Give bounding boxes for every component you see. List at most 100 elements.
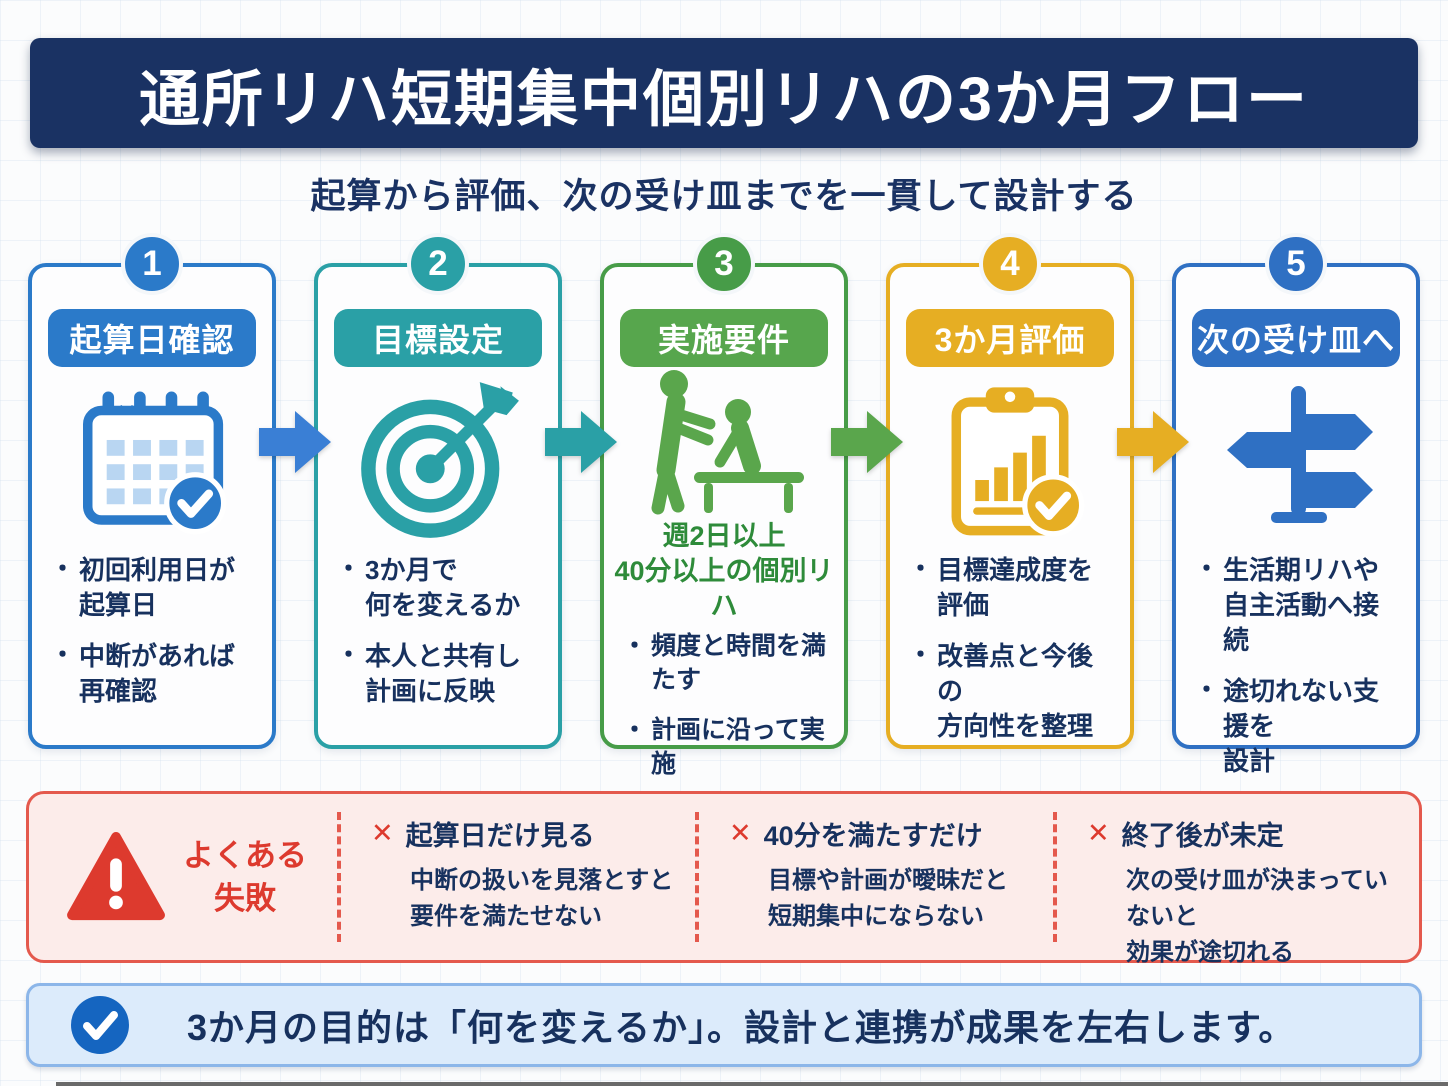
failure-title-text: 終了後が未定	[1121, 821, 1284, 851]
step-4-badge: 3か月評価	[906, 309, 1114, 367]
step-4-card: 3か月評価	[886, 263, 1134, 749]
bullet-item: ・中断があれば 再確認	[50, 639, 260, 709]
step-5-card: 次の受け皿へ ・生活期リハや 自主活動へ接続 ・途切れない支	[1172, 263, 1420, 776]
bullet-dot: ・	[622, 632, 648, 661]
failure-item-2: ✕ 40分を満たすだけ 目標や計画が曖昧だと 短期集中にならない	[699, 810, 1053, 944]
bullet-item: ・頻度と時間を満たす	[622, 630, 832, 698]
flow-arrow-1	[259, 233, 331, 749]
bullet-item: ・途切れない支援を 設計	[1194, 674, 1404, 779]
step-3-requirement: 週2日以上 40分以上の個別リハ	[614, 521, 834, 622]
failure-desc: 目標や計画が曖昧だと 短期集中にならない	[768, 867, 1008, 930]
bullet-text: 目標達成度を評価	[937, 555, 1094, 621]
step-1-number: 1	[121, 233, 183, 295]
conclusion-text: 3か月の目的は「何を変えるか」。設計と連携が成果を左右します。	[187, 1007, 1296, 1048]
step-5-bullets: ・生活期リハや 自主活動へ接続 ・途切れない支援を 設計	[1176, 553, 1416, 780]
warning-triangle-icon	[67, 831, 165, 921]
failures-heading-text: よくある 失敗	[183, 837, 307, 916]
target-icon	[360, 381, 519, 538]
flow-arrow-4	[1117, 233, 1189, 749]
step-2-card: 目標設定 ・3か月で 何を変えるか ・本人と共有し 計画に反映	[314, 263, 562, 749]
bullet-dot: ・	[336, 641, 362, 670]
step-5-badge: 次の受け皿へ	[1192, 309, 1400, 367]
step-3-badge: 実施要件	[620, 309, 828, 367]
bullet-text: 中断があれば 再確認	[79, 641, 236, 707]
dashed-divider	[695, 812, 699, 942]
bullet-dot: ・	[622, 715, 648, 744]
arrow-right-icon	[831, 411, 903, 473]
dashed-divider	[1053, 812, 1057, 942]
step-5-number: 5	[1265, 233, 1327, 295]
bullet-dot: ・	[908, 555, 934, 583]
common-failures-panel: よくある 失敗 ✕ 起算日だけ見る 中断の扱いを見落とすと 要件を満たせない ✕…	[26, 791, 1422, 966]
arrow-right-icon	[259, 411, 331, 473]
header-banner: 通所リハ短期集中個別リハの3か月フロー	[30, 38, 1418, 148]
step-5-icon-box	[1176, 367, 1416, 553]
step-2-badge: 目標設定	[334, 309, 542, 367]
step-2-bullets: ・3か月で 何を変えるか ・本人と共有し 計画に反映	[318, 553, 558, 709]
failure-item-3: ✕ 終了後が未定 次の受け皿が決まっていないと 効果が途切れる	[1057, 810, 1411, 966]
bullet-item: ・初回利用日が 起算日	[50, 553, 260, 623]
step-4-icon-box	[890, 367, 1130, 553]
x-icon: ✕	[1087, 818, 1110, 848]
step-1-bullets: ・初回利用日が 起算日 ・中断があれば 再確認	[32, 553, 272, 709]
x-icon: ✕	[729, 818, 752, 848]
bullet-item: ・目標達成度を評価	[908, 553, 1118, 623]
bullet-dot: ・	[1194, 555, 1220, 583]
page-subtitle: 起算から評価、次の受け皿までを一貫して設計する	[310, 177, 1138, 216]
failure-item-1: ✕ 起算日だけ見る 中断の扱いを見落とすと 要件を満たせない	[341, 810, 695, 944]
step-4: 4 3か月評価	[886, 233, 1134, 749]
bullet-text: 初回利用日が 起算日	[79, 555, 236, 621]
arrow-right-icon	[1117, 411, 1189, 473]
failure-desc: 次の受け皿が決まっていないと 効果が途切れる	[1126, 867, 1388, 966]
arrow-right-icon	[545, 411, 617, 473]
bullet-text: 頻度と時間を満たす	[651, 632, 827, 695]
failure-item-title: ✕ 起算日だけ見る	[371, 814, 685, 853]
bullet-dot: ・	[50, 641, 76, 670]
step-1-badge: 起算日確認	[48, 309, 256, 367]
failure-title-text: 40分を満たすだけ	[763, 821, 983, 851]
bullet-item: ・計画に沿って実施	[622, 714, 832, 782]
bullet-text: 生活期リハや 自主活動へ接続	[1223, 555, 1380, 656]
failures-heading: よくある 失敗	[37, 810, 337, 944]
bullet-item: ・改善点と今後の 方向性を整理	[908, 639, 1118, 744]
failure-title-text: 起算日だけ見る	[405, 821, 595, 851]
step-3-icon-box	[604, 367, 844, 519]
step-2-icon-box	[318, 367, 558, 553]
step-1-card: 起算日確認	[28, 263, 276, 749]
bullet-item: ・生活期リハや 自主活動へ接続	[1194, 553, 1404, 658]
bullet-text: 途切れない支援を 設計	[1223, 676, 1380, 777]
bullet-text: 3か月で 何を変えるか	[365, 555, 521, 621]
step-2: 2 目標設定 ・3か月で 何を変えるか ・本人と共有し 計画に反映	[314, 233, 562, 749]
bullet-dot: ・	[1194, 676, 1220, 705]
step-3-number: 3	[693, 233, 755, 295]
signpost-icon	[1227, 386, 1373, 523]
step-4-bullets: ・目標達成度を評価 ・改善点と今後の 方向性を整理	[890, 553, 1130, 744]
x-icon: ✕	[371, 818, 394, 848]
flow-arrow-3	[831, 233, 903, 749]
failure-desc: 中断の扱いを見落とすと 要件を満たせない	[410, 867, 674, 930]
bullet-text: 改善点と今後の 方向性を整理	[937, 641, 1094, 742]
step-3: 3 実施要件	[600, 233, 848, 778]
step-4-number: 4	[979, 233, 1041, 295]
clipboard-chart-check-icon	[951, 387, 1085, 537]
bottom-edge-line	[56, 1082, 1448, 1086]
bullet-dot: ・	[50, 555, 76, 583]
conclusion-banner: 3か月の目的は「何を変えるか」。設計と連携が成果を左右します。	[26, 983, 1422, 1067]
step-3-card: 実施要件	[600, 263, 848, 778]
bullet-text: 計画に沿って実施	[651, 715, 825, 778]
steps-flow: 1 起算日確認	[28, 233, 1420, 778]
calendar-check-icon	[83, 391, 227, 535]
bullet-text: 本人と共有し 計画に反映	[365, 641, 522, 707]
rehab-assist-icon	[651, 370, 804, 515]
page-title: 通所リハ短期集中個別リハの3か月フロー	[139, 64, 1309, 133]
bullet-item: ・3か月で 何を変えるか	[336, 553, 546, 623]
step-1-icon-box	[32, 367, 272, 553]
dashed-divider	[337, 812, 341, 942]
bullet-dot: ・	[908, 641, 934, 670]
step-3-bullets: ・頻度と時間を満たす ・計画に沿って実施	[604, 630, 844, 781]
step-5: 5 次の受け皿へ ・生活期リハや 自主活動へ接続	[1172, 233, 1420, 776]
step-1: 1 起算日確認	[28, 233, 276, 749]
bullet-dot: ・	[336, 555, 362, 583]
check-circle-icon	[71, 996, 129, 1054]
